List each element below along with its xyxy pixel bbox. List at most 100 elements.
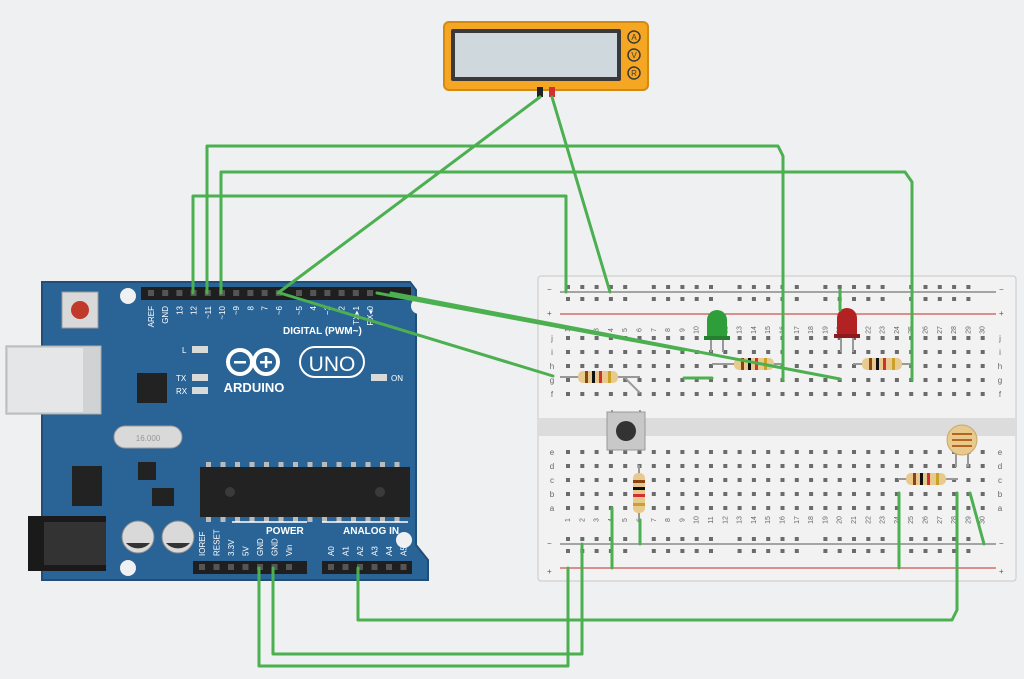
rail-hole[interactable] [680,297,685,301]
breadboard-hole[interactable] [780,478,785,482]
breadboard-hole[interactable] [880,464,885,468]
breadboard-hole[interactable] [694,492,699,496]
green-led[interactable] [704,310,730,352]
breadboard-hole[interactable] [680,378,685,382]
breadboard-hole[interactable] [751,350,756,354]
breadboard-hole[interactable] [952,464,957,468]
breadboard-hole[interactable] [623,464,628,468]
breadboard-hole[interactable] [837,464,842,468]
breadboard-hole[interactable] [566,506,570,510]
rail-hole[interactable] [694,537,699,541]
breadboard-hole[interactable] [837,392,842,396]
breadboard-hole[interactable] [709,506,713,510]
rail-hole[interactable] [937,537,942,541]
rail-hole[interactable] [866,537,871,541]
breadboard-hole[interactable] [680,364,685,368]
breadboard-hole[interactable] [852,492,856,496]
breadboard-hole[interactable] [566,364,570,368]
rail-hole[interactable] [594,285,599,289]
rail-hole[interactable] [651,285,656,289]
rail-hole[interactable] [766,537,771,541]
breadboard-hole[interactable] [666,492,671,496]
breadboard-hole[interactable] [694,378,699,382]
breadboard-hole[interactable] [894,506,899,510]
breadboard-hole[interactable] [651,478,656,482]
breadboard-hole[interactable] [666,506,671,510]
breadboard-hole[interactable] [909,450,914,454]
rail-hole[interactable] [651,537,656,541]
rail-hole[interactable] [666,549,671,553]
header-pin[interactable] [261,290,268,296]
breadboard-hole[interactable] [937,464,942,468]
breadboard-hole[interactable] [709,478,713,482]
breadboard-hole[interactable] [694,464,699,468]
breadboard-hole[interactable] [823,450,828,454]
breadboard-hole[interactable] [651,464,656,468]
rail-hole[interactable] [566,297,570,301]
breadboard-hole[interactable] [937,492,942,496]
breadboard-hole[interactable] [866,464,871,468]
breadboard-hole[interactable] [923,492,928,496]
breadboard-hole[interactable] [966,378,971,382]
breadboard-hole[interactable] [894,478,899,482]
breadboard-hole[interactable] [566,492,570,496]
rail-hole[interactable] [780,537,785,541]
breadboard-hole[interactable] [637,450,642,454]
breadboard-hole[interactable] [823,506,828,510]
breadboard-hole[interactable] [608,450,613,454]
breadboard-hole[interactable] [952,506,957,510]
breadboard-hole[interactable] [709,450,713,454]
breadboard-hole[interactable] [980,506,985,510]
breadboard-hole[interactable] [766,392,771,396]
breadboard-hole[interactable] [666,478,671,482]
breadboard-hole[interactable] [809,392,814,396]
breadboard-hole[interactable] [823,392,828,396]
breadboard-hole[interactable] [837,364,842,368]
breadboard-hole[interactable] [923,464,928,468]
rail-hole[interactable] [580,297,585,301]
rail-hole[interactable] [651,297,656,301]
rail-hole[interactable] [966,297,971,301]
rail-hole[interactable] [594,297,599,301]
breadboard-hole[interactable] [980,392,985,396]
breadboard-hole[interactable] [809,506,814,510]
rail-hole[interactable] [823,537,828,541]
header-pin[interactable] [271,564,278,570]
rail-hole[interactable] [952,297,957,301]
breadboard-hole[interactable] [737,506,742,510]
breadboard-hole[interactable] [794,506,799,510]
mode-button-voltmeter[interactable]: V [627,48,641,62]
breadboard-hole[interactable] [666,392,671,396]
breadboard-hole[interactable] [837,350,842,354]
breadboard-hole[interactable] [694,450,699,454]
breadboard-hole[interactable] [580,506,585,510]
rail-hole[interactable] [694,549,699,553]
breadboard-hole[interactable] [580,350,585,354]
breadboard-hole[interactable] [651,506,656,510]
breadboard-hole[interactable] [980,350,985,354]
rail-hole[interactable] [866,549,871,553]
rail-hole[interactable] [823,549,828,553]
breadboard-hole[interactable] [894,392,899,396]
breadboard-hole[interactable] [780,464,785,468]
breadboard-hole[interactable] [809,336,814,340]
breadboard-hole[interactable] [694,506,699,510]
breadboard-hole[interactable] [723,506,728,510]
breadboard-hole[interactable] [580,464,585,468]
wire-photoresistor-to-rail[interactable] [968,491,986,546]
rail-hole[interactable] [837,549,842,553]
breadboard-hole[interactable] [852,464,856,468]
breadboard-hole[interactable] [751,506,756,510]
breadboard-hole[interactable] [852,364,856,368]
breadboard-hole[interactable] [566,350,570,354]
breadboard-hole[interactable] [794,364,799,368]
rail-hole[interactable] [623,549,628,553]
breadboard-hole[interactable] [980,464,985,468]
reset-button[interactable] [61,291,99,329]
breadboard-hole[interactable] [766,464,771,468]
header-pin[interactable] [176,290,183,296]
breadboard-hole[interactable] [980,336,985,340]
rail-hole[interactable] [952,285,957,289]
rail-hole[interactable] [608,285,613,289]
